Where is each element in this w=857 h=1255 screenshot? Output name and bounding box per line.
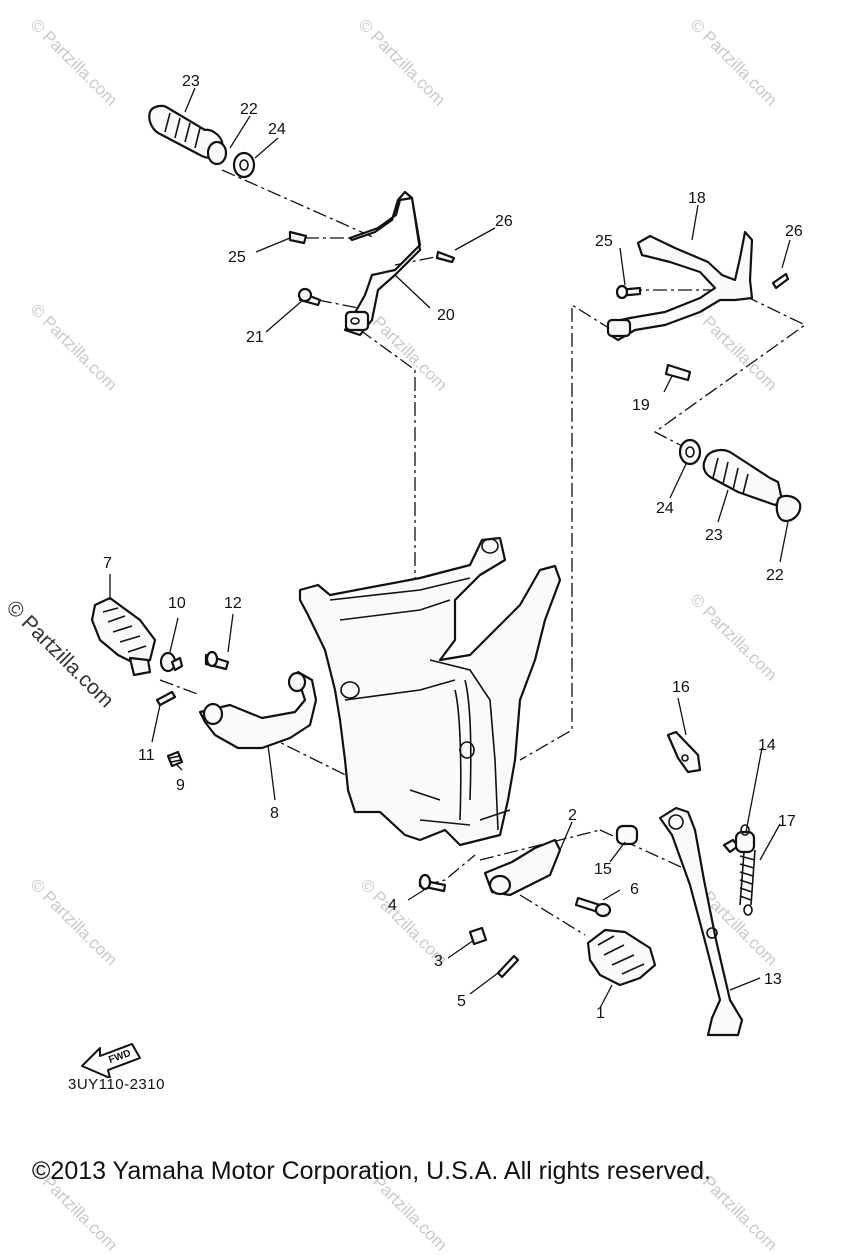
right-footpeg-assembly xyxy=(418,824,657,987)
callout-label: 21 xyxy=(246,329,264,346)
callout-label: 4 xyxy=(388,897,397,914)
drawing-code: 3UY110-2310 xyxy=(68,1076,165,1093)
callout-label: 10 xyxy=(168,595,186,612)
copyright-notice: ©2013 Yamaha Motor Corporation, U.S.A. A… xyxy=(32,1157,711,1185)
callout-label: 12 xyxy=(224,595,242,612)
callout-label: 26 xyxy=(495,213,513,230)
rear-footrest-right xyxy=(606,230,802,523)
callout-label: 24 xyxy=(268,121,286,138)
callout-label: 18 xyxy=(688,190,706,207)
forward-arrow-icon: FWD xyxy=(81,1043,141,1078)
callout-label: 23 xyxy=(182,73,200,90)
callout-label: 3 xyxy=(434,953,443,970)
callout-label: 20 xyxy=(437,307,455,324)
callout-label: 7 xyxy=(103,555,112,572)
parts-diagram: 23 22 24 26 25 21 20 18 25 26 19 24 23 2… xyxy=(90,73,807,1037)
callout-label: 22 xyxy=(766,567,784,584)
callout-label: 11 xyxy=(138,747,155,764)
left-footpeg-assembly xyxy=(90,596,318,768)
callout-label: 2 xyxy=(568,807,577,824)
callout-label: 23 xyxy=(705,527,723,544)
callout-labels: 23 22 24 26 25 21 20 18 25 26 19 24 23 2… xyxy=(103,73,803,1022)
callout-label: 9 xyxy=(176,777,185,794)
sidestand-assembly xyxy=(658,730,756,1037)
callout-label: 8 xyxy=(270,805,279,822)
callout-label: 13 xyxy=(764,971,782,988)
rear-footrest-left xyxy=(148,104,456,337)
callout-label: 25 xyxy=(228,249,246,266)
callout-label: 16 xyxy=(672,679,690,696)
callout-label: 14 xyxy=(758,737,776,754)
callout-label: 6 xyxy=(630,881,639,898)
callout-label: 5 xyxy=(457,993,466,1010)
callout-label: 25 xyxy=(595,233,613,250)
callout-label: 17 xyxy=(778,813,796,830)
leader-lines xyxy=(109,87,791,1009)
callout-label: 24 xyxy=(656,500,674,517)
callout-label: 26 xyxy=(785,223,803,240)
callout-label: 22 xyxy=(240,101,258,118)
callout-label: 1 xyxy=(596,1005,605,1022)
frame xyxy=(298,536,562,847)
callout-label: 19 xyxy=(632,397,650,414)
callout-label: 15 xyxy=(594,861,612,878)
